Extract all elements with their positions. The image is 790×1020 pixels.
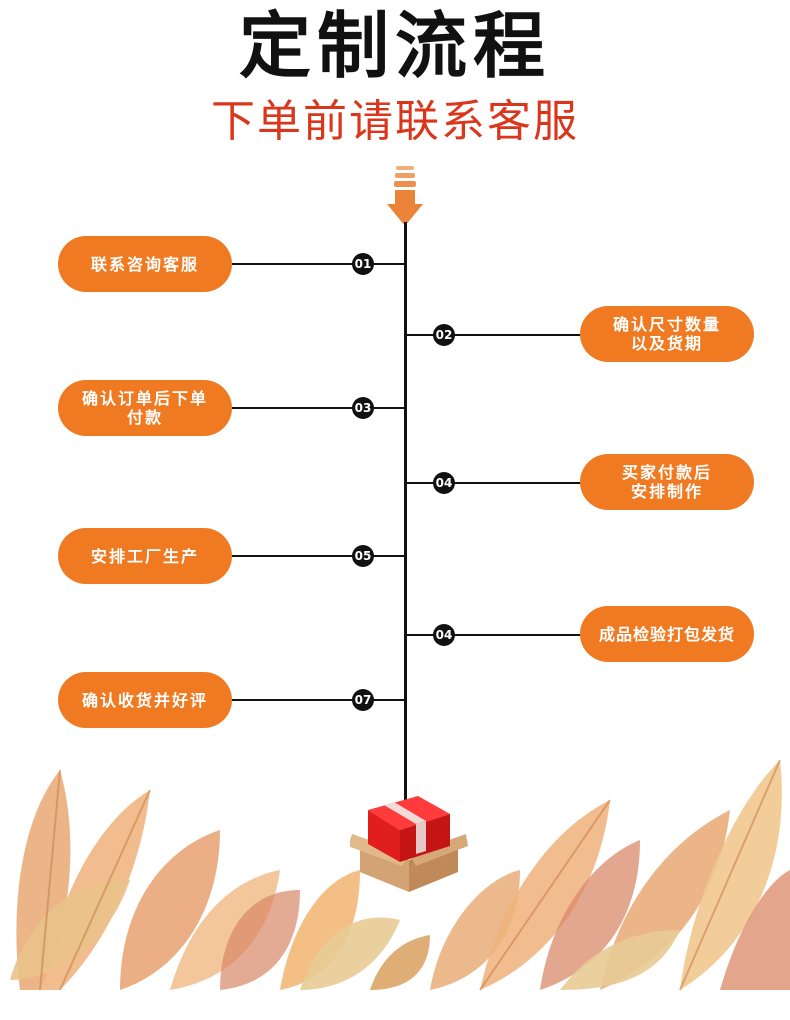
step-label-6: 成品检验打包发货 [599,625,735,644]
step-pill-4: 买家付款后 安排制作 [580,454,754,510]
package-box-icon [350,788,468,892]
timeline-line [404,222,407,814]
step-pill-3: 确认订单后下单 付款 [58,380,232,436]
step-label-5: 安排工厂生产 [91,547,199,566]
step-label-3a: 确认订单后下单 [82,389,208,408]
step-number-5: 05 [352,545,374,567]
connector-5 [232,555,405,557]
connector-1 [232,263,405,265]
connector-3 [232,407,405,409]
step-number-4: 04 [433,472,455,494]
step-pill-1: 联系咨询客服 [58,236,232,292]
page-subtitle: 下单前请联系客服 [0,92,790,152]
step-number-7: 07 [352,689,374,711]
down-arrow-icon [386,164,424,228]
step-pill-6: 成品检验打包发货 [580,606,754,662]
connector-4 [405,482,581,484]
page-title: 定制流程 [0,0,790,92]
step-number-2: 02 [433,324,455,346]
step-label-2a: 确认尺寸数量 [613,315,721,334]
step-label-1: 联系咨询客服 [91,255,199,274]
step-label-4b: 安排制作 [622,482,712,501]
step-pill-5: 安排工厂生产 [58,528,232,584]
connector-2 [405,334,581,336]
connector-6 [405,634,581,636]
step-label-2b: 以及货期 [613,334,721,353]
step-label-3b: 付款 [82,408,208,427]
step-number-3: 03 [352,397,374,419]
step-number-1: 01 [352,253,374,275]
step-pill-2: 确认尺寸数量 以及货期 [580,306,754,362]
step-pill-7: 确认收货并好评 [58,672,232,728]
step-number-6: 04 [433,624,455,646]
step-label-4a: 买家付款后 [622,463,712,482]
step-label-7: 确认收货并好评 [82,691,208,710]
connector-7 [232,699,405,701]
